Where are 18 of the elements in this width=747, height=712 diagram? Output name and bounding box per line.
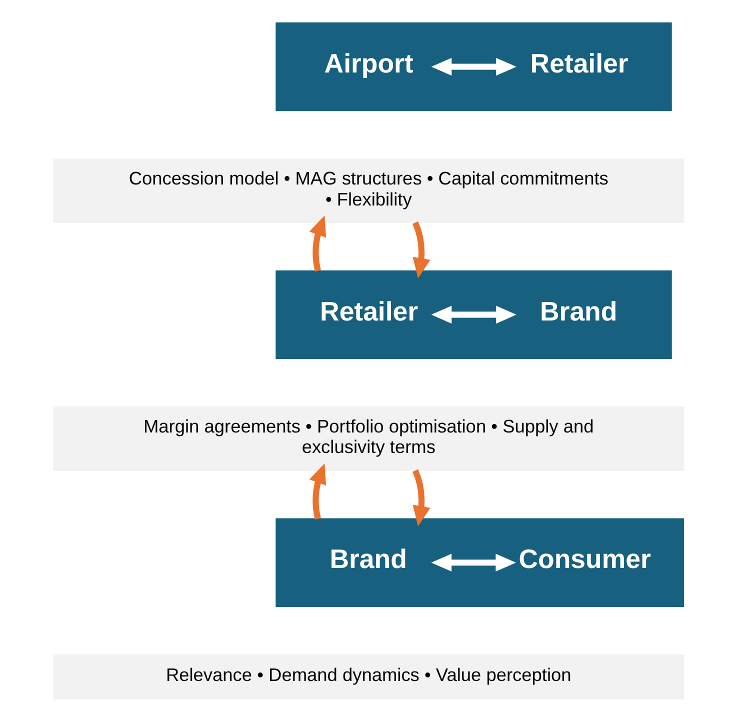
- node-box: Margin agreements • Portfolio optimisation • Supply and exclusivity terms: [53, 406, 684, 471]
- arrow: [309, 463, 326, 520]
- arrow: [309, 215, 326, 272]
- node-text: Retailer: [320, 296, 418, 326]
- arrow: [412, 469, 430, 526]
- arrow: [412, 221, 430, 278]
- cluster: [276, 22, 672, 112]
- node-text: Brand: [330, 544, 407, 574]
- arrow: [431, 306, 516, 324]
- cluster: [276, 270, 672, 360]
- node-text: Airport: [324, 48, 414, 78]
- node-box: Concession model • MAG structures • Capital commitments • Flexibility: [53, 158, 684, 223]
- node-text: Consumer: [518, 544, 651, 574]
- cluster: [276, 518, 684, 607]
- arrow: [431, 554, 516, 572]
- node-text: Brand: [540, 296, 618, 326]
- arrow: [431, 58, 516, 76]
- node-text: Retailer: [530, 48, 628, 78]
